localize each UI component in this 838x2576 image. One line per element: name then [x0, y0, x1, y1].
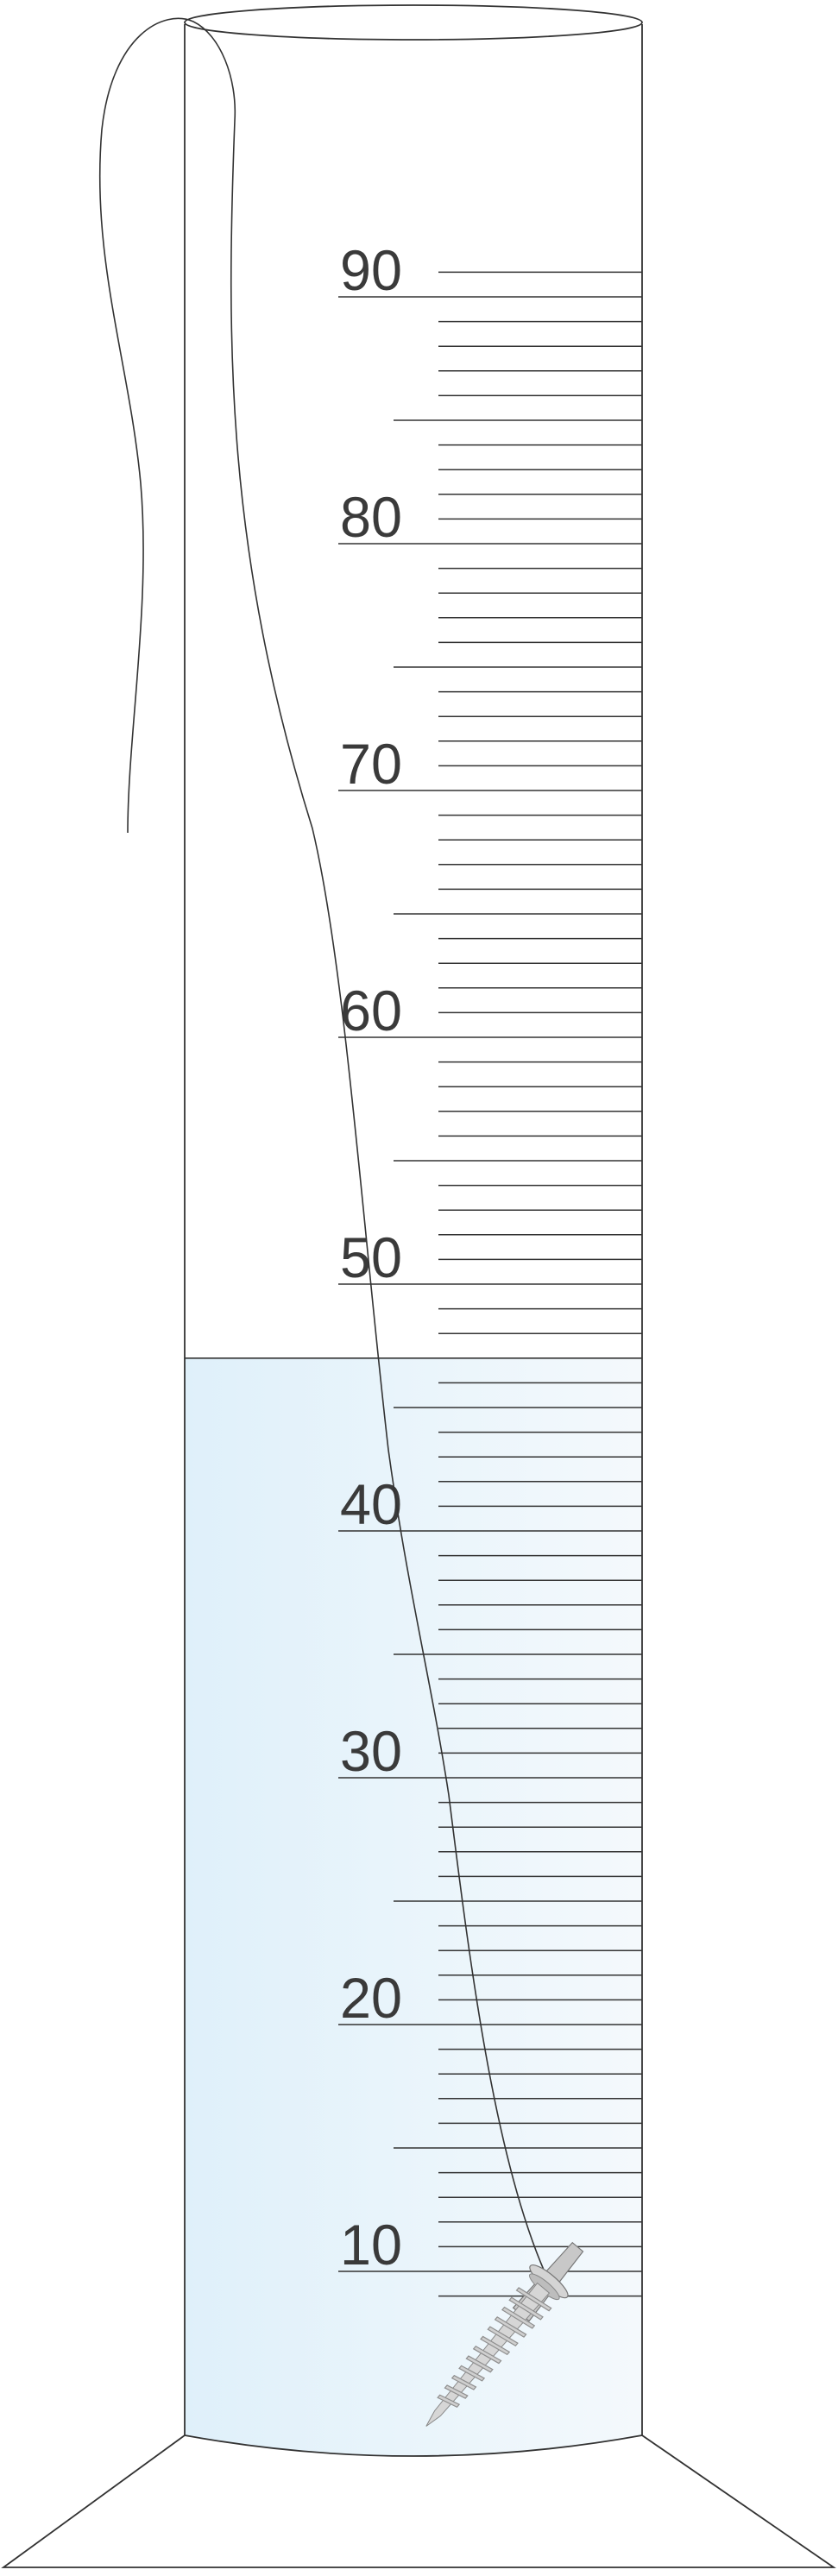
- graduation-ticks: [338, 271, 642, 2297]
- graduation-labels: 10 20 30 40 50 60 70 80 90: [340, 238, 402, 2277]
- cylinder-bottom-curve: [184, 2434, 643, 2457]
- cylinder-rim: [184, 4, 643, 41]
- cylinder-base: [1, 2434, 836, 2568]
- scale-label-60: 60: [340, 979, 402, 1042]
- scale-label-70: 70: [340, 732, 402, 796]
- screw-icon: [425, 2241, 584, 2427]
- scale-label-90: 90: [340, 238, 402, 302]
- thread: [98, 17, 553, 2289]
- scale-label-80: 80: [340, 485, 402, 549]
- scale-label-10: 10: [340, 2213, 402, 2277]
- liquid: [185, 1357, 642, 2456]
- scale-label-50: 50: [340, 1225, 402, 1289]
- scale-label-30: 30: [340, 1719, 402, 1783]
- scale-label-40: 40: [340, 1472, 402, 1536]
- scale-label-20: 20: [340, 1966, 402, 2030]
